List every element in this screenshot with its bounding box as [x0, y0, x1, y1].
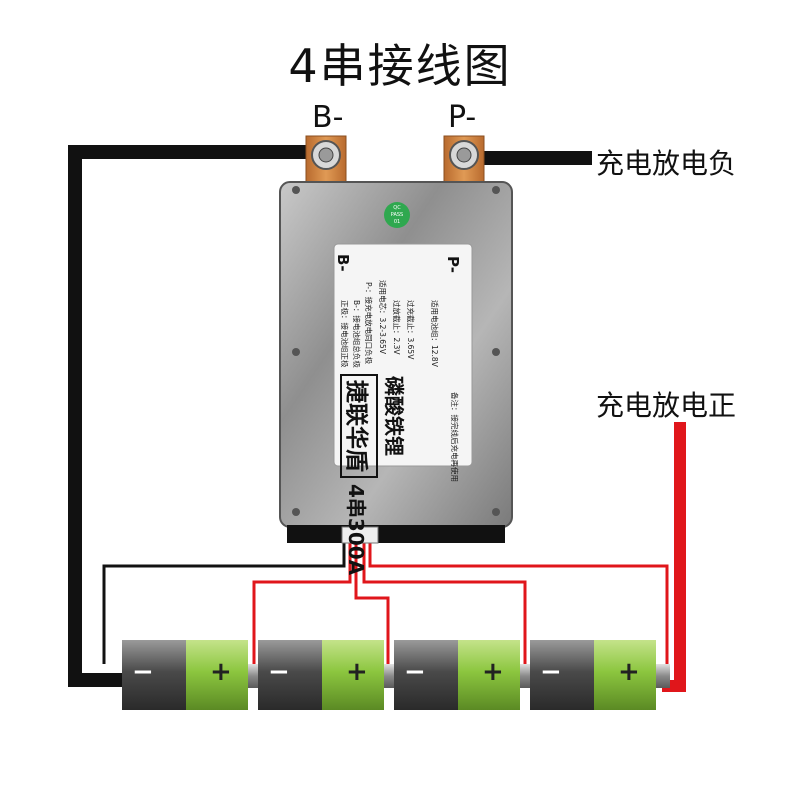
battery-4-plus: +: [618, 657, 640, 687]
board-chemistry: 磷酸铁锂: [382, 376, 406, 456]
board-line-1: 正极：接电池组正极: [340, 300, 349, 368]
board-b-minus-sign: B-: [334, 254, 352, 272]
board-brand-block: 捷联华盾 4串300A: [340, 374, 378, 575]
board-p-minus-sign: P-: [444, 256, 462, 273]
battery-3-plus: +: [482, 657, 504, 687]
diagram-title: 4串接线图: [288, 39, 512, 93]
battery-4: [530, 640, 670, 710]
board-line-4: 适用电芯：3.2-3.65V: [378, 280, 387, 354]
battery-2: [258, 640, 398, 710]
board-line-7: 适用电池组：12.8V: [430, 300, 439, 367]
p-minus-terminal: [443, 135, 485, 187]
b-minus-label: B-: [312, 100, 344, 135]
board-spec: 4串300A: [344, 484, 368, 576]
battery-1: [122, 640, 262, 710]
battery-3-minus: −: [404, 657, 426, 687]
battery-1-plus: +: [210, 657, 232, 687]
p-minus-label: P-: [448, 100, 477, 135]
load-negative-label: 充电放电负: [596, 147, 737, 180]
battery-2-plus: +: [346, 657, 368, 687]
battery-1-minus: −: [132, 657, 154, 687]
load-positive-label: 充电放电正: [596, 389, 737, 422]
bms-board: [279, 181, 513, 544]
board-line-6: 过充截止：3.65V: [406, 300, 415, 360]
board-line-2: B-：接电池组总负极: [352, 300, 361, 368]
qc-pass-sticker: QC PASS 01: [384, 202, 410, 228]
board-brand: 捷联华盾: [340, 374, 378, 478]
b-minus-wire: [68, 145, 318, 687]
board-note: 备注：接完线后充电再使用: [450, 392, 459, 482]
board-line-3: P-：接充电放电同口负极: [364, 282, 373, 365]
battery-4-minus: −: [540, 657, 562, 687]
positive-wire: [662, 422, 686, 692]
battery-2-minus: −: [268, 657, 290, 687]
b-minus-terminal: [305, 135, 347, 187]
board-line-5: 过放截止：2.3V: [392, 300, 401, 355]
